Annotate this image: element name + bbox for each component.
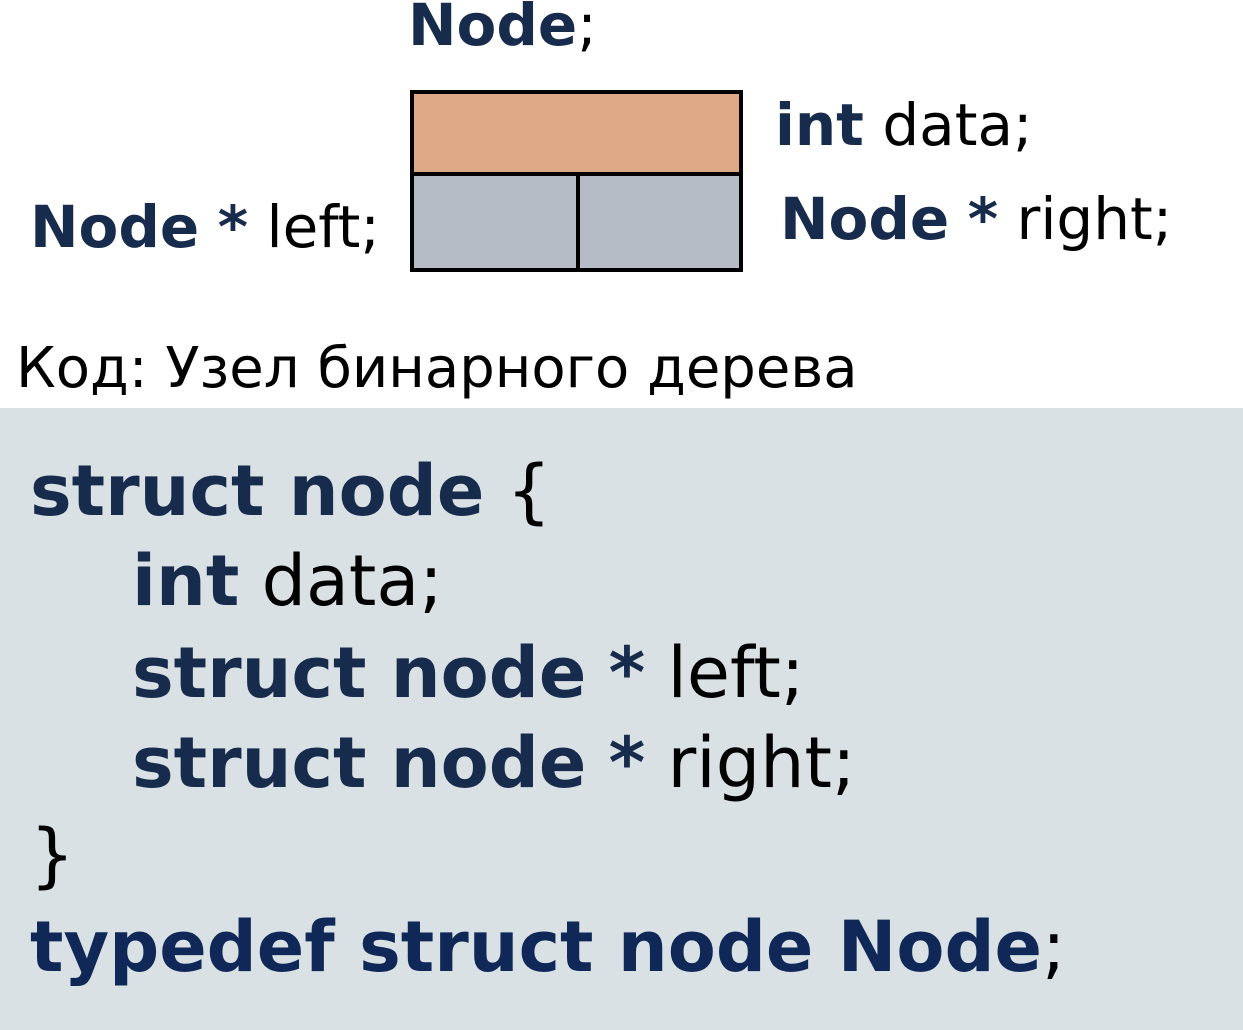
code-caption: Код: Узел бинарного дерева [16, 336, 858, 401]
left-pointer-cell [410, 172, 580, 272]
code-keyword: struct node [132, 722, 587, 804]
data-field-name: data; [882, 91, 1033, 159]
node-type-punct: ; [577, 0, 597, 59]
code-line: struct node * left; [132, 638, 804, 708]
node-type-keyword: Node [408, 0, 578, 59]
code-keyword: struct node [132, 632, 587, 714]
code-text: left; [667, 632, 805, 714]
right-field-type: Node [780, 185, 950, 253]
node-memory-diagram [410, 90, 743, 272]
data-field-type: int [775, 91, 864, 159]
code-keyword: struct node [30, 450, 485, 532]
code-line: int data; [132, 546, 443, 616]
node-type-label: Node; [408, 0, 597, 54]
code-text: } [30, 814, 75, 896]
code-block: struct node { int data; struct node * le… [0, 408, 1243, 1030]
code-text: data; [261, 540, 443, 622]
code-line: struct node { [30, 456, 551, 526]
code-text: right; [667, 722, 856, 804]
code-keyword: int [132, 540, 240, 622]
right-pointer-cell [576, 172, 743, 272]
data-cell [410, 90, 743, 176]
right-field-label: Node * right; [780, 190, 1172, 248]
data-field-label: int data; [775, 96, 1033, 154]
code-star: * [608, 632, 646, 714]
right-field-star: * [967, 185, 999, 253]
code-line: struct node * right; [132, 728, 856, 798]
left-field-label: Node * left; [30, 198, 380, 256]
right-field-name: right; [1016, 185, 1173, 253]
code-text: ; [1042, 906, 1066, 988]
left-field-star: * [217, 193, 249, 261]
code-line: } [30, 820, 75, 890]
code-line: typedef struct node Node; [30, 912, 1066, 982]
code-keyword: typedef struct node Node [30, 906, 1043, 988]
code-star: * [608, 722, 646, 804]
code-text: { [506, 450, 552, 532]
left-field-name: left; [266, 193, 380, 261]
left-field-type: Node [30, 193, 200, 261]
